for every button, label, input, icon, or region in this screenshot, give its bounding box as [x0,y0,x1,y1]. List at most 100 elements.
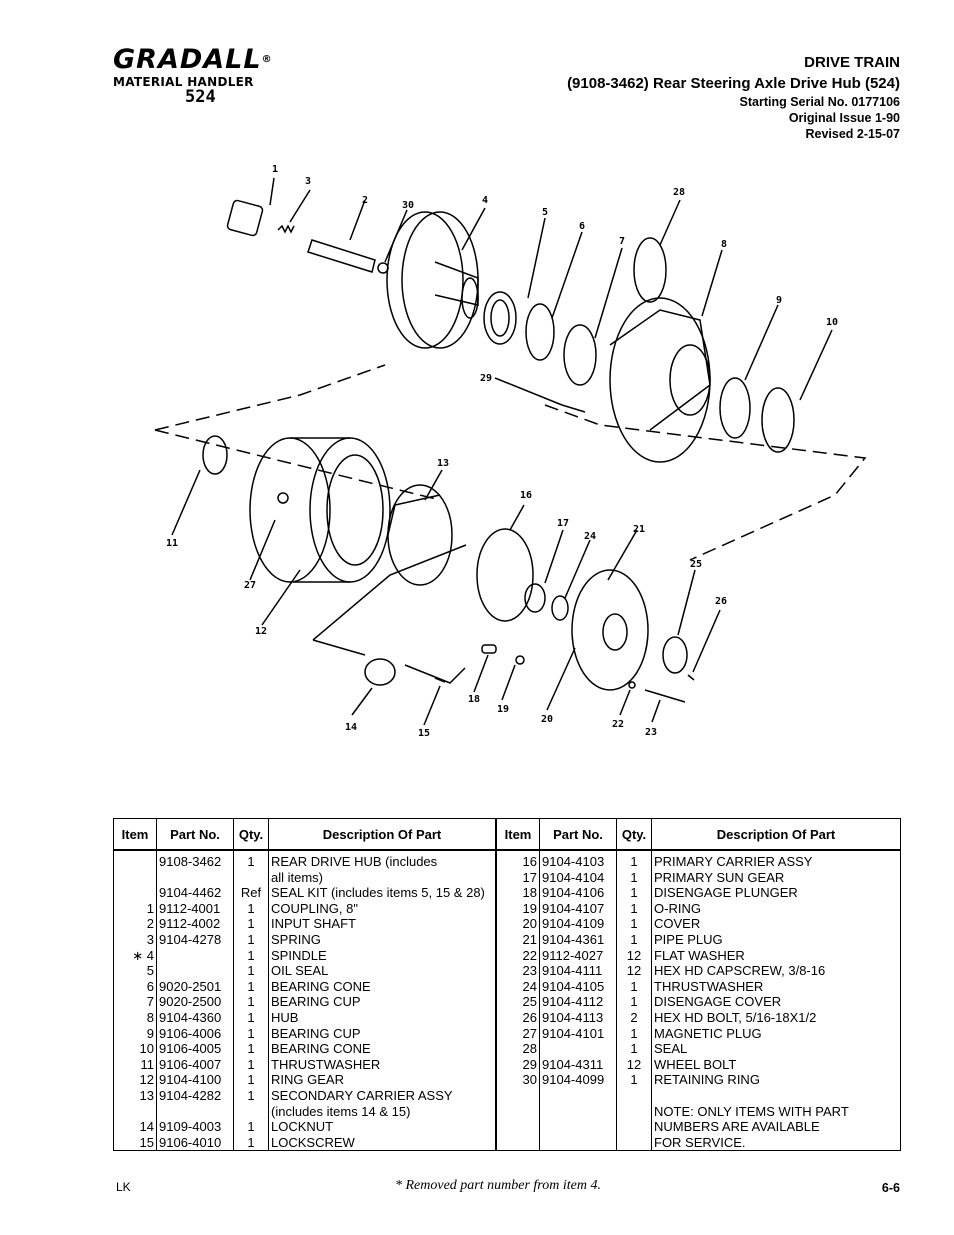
right-row-7-qty: 12 [626,963,642,979]
callout-17: 17 [557,518,569,529]
header-part-no-right: Part No. [539,818,617,851]
callout-12: 12 [255,626,267,637]
left-row-17-qty: 1 [247,1119,255,1135]
right-row-4-qty: 1 [630,916,638,932]
right-row-4-desc: COVER [654,916,701,932]
registered-mark: ® [261,54,273,65]
thrustwasher-2-part [551,595,569,621]
left-row-11-qty: 1 [247,1025,255,1041]
plunger-part [481,644,497,654]
callout-2: 2 [362,195,368,206]
right-row-5-part: 9104-4361 [542,931,605,947]
right-row-18-desc: FOR SERVICE. [654,1134,746,1150]
left-row-4-desc: INPUT SHAFT [271,916,356,932]
right-row-5-item: 21 [522,931,537,947]
right-row-10-desc: HEX HD BOLT, 5/16-18X1/2 [654,1009,817,1025]
left-row-3-qty: 1 [247,900,255,916]
left-row-8-part: 9020-2501 [159,978,222,994]
callout-1: 1 [272,164,278,175]
assembly-title: (9108-3462) Rear Steering Axle Drive Hub… [567,75,900,92]
right-row-17-part [542,1119,614,1135]
left-row-5-item: 3 [146,931,154,947]
right-row-17-item [499,1119,537,1135]
callout-29: 29 [480,373,492,384]
right-row-15-desc [654,1088,898,1104]
author-initials: LK [116,1180,131,1194]
left-row-17-item: 14 [139,1119,154,1135]
callout-11: 11 [166,538,178,549]
callout-25: 25 [690,559,702,570]
left-row-10-part: 9104-4360 [159,1009,222,1025]
callout-4: 4 [482,195,488,206]
right-row-8-item: 24 [522,978,537,994]
left-row-11-part: 9106-4006 [159,1025,222,1041]
locknut-part [364,658,396,686]
callout-8: 8 [721,239,727,250]
left-row-10-item: 8 [146,1009,154,1025]
right-row-14-item: 30 [522,1072,537,1088]
right-row-2-desc: DISENGAGE PLUNGER [654,885,798,901]
bearing-cone-2-part [761,387,795,453]
left-row-3-item: 1 [146,900,154,916]
left-row-2-part: 9104-4462 [159,885,222,901]
callout-6: 6 [579,221,585,232]
left-row-1-desc: all items) [271,869,324,885]
header-part-no: Part No. [156,818,234,851]
left-row-15-desc: SECONDARY CARRIER ASSY [271,1087,453,1103]
left-row-7-qty: 1 [247,963,255,979]
left-row-2-item [116,885,154,901]
right-row-1-desc: PRIMARY SUN GEAR [654,869,785,885]
right-row-16-qty [619,1104,649,1120]
header-description: Description Of Part [268,818,497,851]
right-row-18-part [542,1135,614,1151]
page-header: DRIVE TRAIN (9108-3462) Rear Steering Ax… [567,52,900,142]
bearing-cup-part [563,324,597,386]
right-row-17-desc: NUMBERS ARE AVAILABLE [654,1119,820,1135]
header-item: Item [113,818,157,851]
right-row-12-desc: SEAL [654,1041,688,1057]
right-row-16-part [542,1104,614,1120]
left-row-8-desc: BEARING CONE [271,978,371,994]
oil-seal-part [483,291,517,345]
o-ring-part [515,655,525,665]
right-row-11-part: 9104-4101 [542,1025,605,1041]
left-row-12-qty: 1 [247,1041,255,1057]
left-row-1-item [116,870,154,886]
right-row-13-item: 29 [522,1056,537,1072]
right-row-0-item: 16 [522,854,537,869]
left-row-14-qty: 1 [247,1072,255,1088]
left-row-12-part: 9106-4005 [159,1041,222,1057]
right-row-18-item [499,1135,537,1151]
right-row-2-item: 18 [522,885,537,901]
left-row-10-desc: HUB [271,1009,299,1025]
section-title: DRIVE TRAIN [804,54,900,71]
callout-24: 24 [584,531,596,542]
left-row-7-desc: OIL SEAL [271,963,329,979]
right-row-12-item: 28 [522,1041,537,1057]
right-row-13-part: 9104-4311 [542,1056,604,1072]
page-number: 6-6 [881,1181,900,1195]
left-row-9-desc: BEARING CUP [271,994,361,1010]
right-row-9-item: 25 [522,994,537,1010]
left-row-17-part: 9109-4003 [159,1119,222,1135]
footnote: * Removed part number from item 4. [395,1178,601,1193]
hub-part [609,297,711,463]
right-row-5-qty: 1 [630,931,638,947]
right-row-6-item: 22 [522,947,537,963]
coupling-part [226,199,264,237]
ring-gear-part [249,437,331,583]
bearing-cone-part [525,303,555,361]
left-row-14-item: 12 [139,1072,154,1088]
right-row-18-qty [619,1135,649,1151]
left-row-6-part [159,948,231,964]
logo-subtitle: MATERIAL HANDLER [113,75,254,89]
left-row-4-part: 9112-4002 [159,916,221,932]
right-row-0-desc: PRIMARY CARRIER ASSY [654,854,813,869]
left-row-17-desc: LOCKNUT [271,1119,334,1135]
left-row-0-part: 9108-3462 [159,854,222,869]
left-row-5-desc: SPRING [271,931,321,947]
right-row-2-part: 9104-4106 [542,885,605,901]
